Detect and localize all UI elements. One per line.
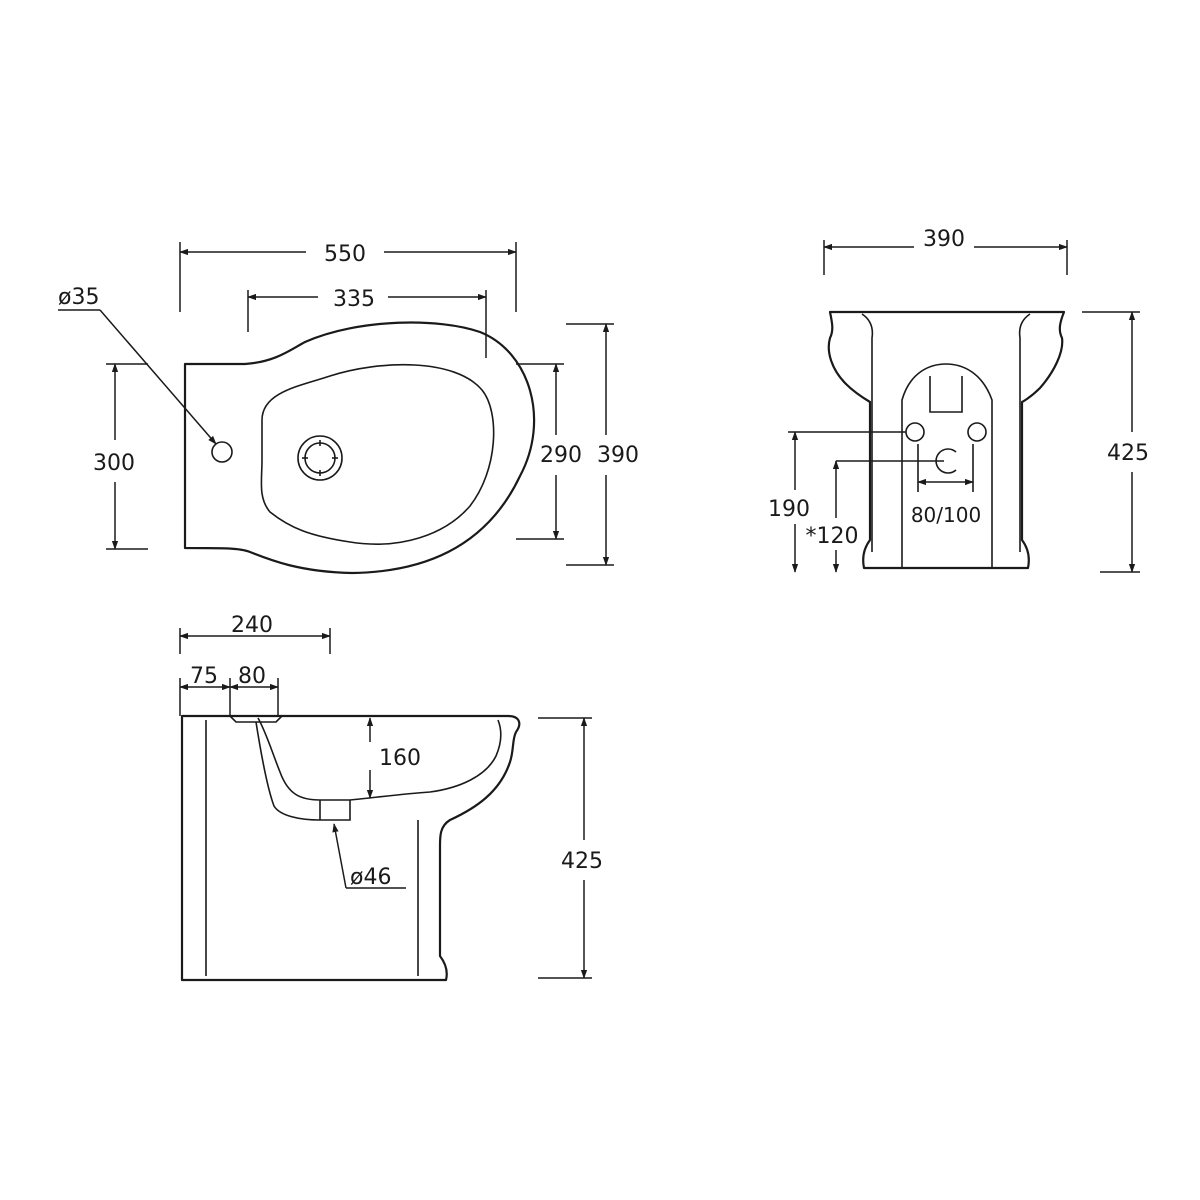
dim-bowl-width: 335 [247,287,487,358]
waste-outlet-icon [297,435,343,481]
dim-base-depth: 300 [93,363,148,550]
dim-overall-depth: 390 [566,323,639,566]
rear-view-outline [827,310,1066,570]
dim-rear-height: 425 [1082,311,1149,573]
side-bowl-depth-label: 160 [379,746,421,771]
top-view: 550 335 ø35 300 29 [58,242,639,575]
overall-width-label: 550 [324,242,366,267]
dim-fixing-height: 190 [768,431,906,573]
base-depth-label: 300 [93,451,135,476]
tap-to-bowl-label: 80 [238,664,266,689]
side-height-label: 425 [561,849,603,874]
side-view-waste [255,721,351,821]
dim-waste-diameter: ø46 [332,823,406,890]
top-view-outline [183,321,536,575]
dim-overall-width: 550 [179,242,517,312]
rear-view: 390 425 190 *120 80/100 [768,227,1149,573]
waste-height-label: *120 [806,524,859,549]
fixing-hole-right-icon [967,422,987,442]
rear-to-tap-label: 75 [190,664,218,689]
dim-bowl-depth: 290 [516,363,582,540]
dim-waste-height: *120 [806,460,944,573]
dim-fixing-spacing: 80/100 [911,478,981,527]
rear-height-label: 425 [1107,441,1149,466]
dim-side-height: 425 [538,717,603,979]
fixing-hole-left-icon [905,422,925,442]
side-view: 240 75 80 160 ø46 4 [179,613,603,982]
rear-view-spigot [929,376,963,413]
rear-view-opening [901,363,993,568]
top-view-bowl [260,363,495,545]
side-view-bowl [257,717,502,801]
fixing-height-label: 190 [768,497,810,522]
dim-side-bowl-depth: 160 [366,717,421,799]
dim-tap-position: 75 80 [179,664,279,716]
bowl-width-label: 335 [333,287,375,312]
fixing-spacing-label: 80/100 [911,503,981,527]
waste-diameter-label: ø46 [350,865,391,890]
tap-hole-icon [211,441,233,463]
side-view-outline [180,714,521,982]
tap-hole-label: ø35 [58,285,99,310]
rear-to-waste-label: 240 [231,613,273,638]
rear-width-label: 390 [923,227,965,252]
dim-rear-width: 390 [823,227,1068,275]
rear-view-pedestal [861,313,1031,552]
dim-rear-to-waste: 240 [179,613,331,654]
bowl-depth-label: 290 [540,443,582,468]
dim-tap-hole: ø35 [58,285,217,445]
overall-depth-label: 390 [597,443,639,468]
